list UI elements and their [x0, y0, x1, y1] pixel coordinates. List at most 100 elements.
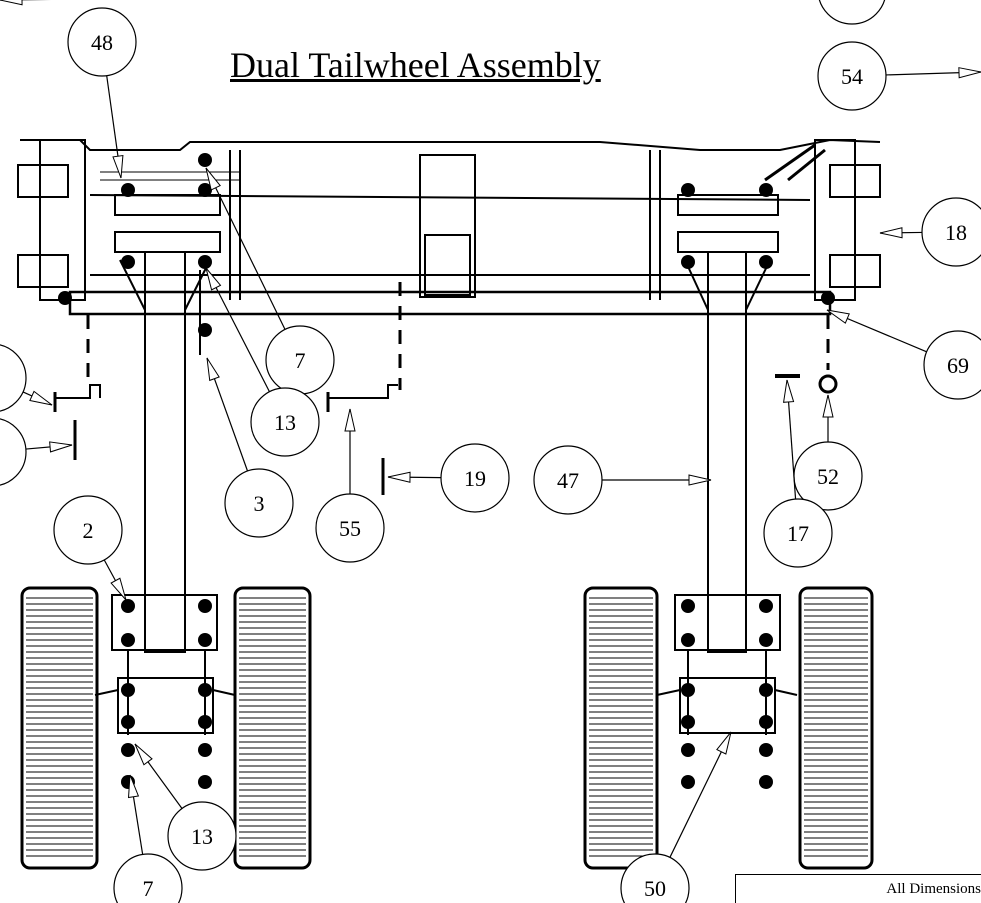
bolt [759, 633, 773, 647]
leader-arrow [205, 267, 222, 291]
leader-arrow [688, 474, 712, 486]
callout-2: 2 [53, 495, 127, 601]
callout-circle [0, 418, 27, 486]
callout-47: 47 [533, 445, 712, 515]
leader-arrow [826, 309, 850, 324]
bolt [759, 715, 773, 729]
bolt [759, 683, 773, 697]
bolt [681, 715, 695, 729]
bolt [198, 255, 212, 269]
leader-line [205, 167, 286, 330]
callout-circle [67, 7, 137, 77]
callout-3: 3 [206, 357, 294, 538]
bolt [121, 633, 135, 647]
bolt [821, 291, 835, 305]
callout-label: 13 [191, 824, 213, 849]
leader-arrow [716, 731, 732, 755]
bolt [681, 183, 695, 197]
bolt [198, 599, 212, 613]
callout-circle [763, 498, 833, 568]
callout-69: 69 [826, 309, 981, 400]
bolt [759, 775, 773, 789]
right-strut [656, 251, 798, 735]
leader-line [669, 731, 732, 858]
callout-label: 7 [143, 876, 154, 901]
leader-arrow [879, 227, 903, 239]
callout-label: 54 [841, 64, 863, 89]
callout-circle [817, 41, 887, 111]
pin-parts [53, 374, 838, 495]
callout-circle [167, 801, 237, 871]
callout-19: 19 [387, 443, 510, 513]
callout-50: 50 [620, 731, 732, 903]
callout-unlabeled [0, 344, 53, 412]
leader-arrow [110, 577, 127, 601]
bolt [198, 633, 212, 647]
bolt [759, 183, 773, 197]
callout-circle [818, 0, 886, 25]
leader-arrow [112, 154, 124, 179]
bolt [121, 743, 135, 757]
bolt [681, 255, 695, 269]
leader-arrow [29, 390, 53, 406]
wheel-left-outer [20, 586, 99, 870]
bolt [121, 183, 135, 197]
bolt [681, 599, 695, 613]
callout-7: 7 [205, 167, 335, 395]
leader-arrow [134, 743, 153, 766]
leader-arrow [783, 379, 795, 403]
drawing-title: Dual Tailwheel Assembly [230, 45, 601, 85]
bolt [121, 683, 135, 697]
callout-circle [315, 493, 385, 563]
callout-circle [250, 387, 320, 457]
bolt [198, 683, 212, 697]
leader-arrow [344, 408, 356, 432]
callout-13: 13 [205, 267, 320, 457]
callout-label: 48 [91, 30, 113, 55]
left-strut [94, 251, 236, 735]
leader-line [205, 267, 271, 393]
callout-label: 69 [947, 353, 969, 378]
bolt [58, 291, 72, 305]
leader-arrow [958, 67, 981, 79]
callout-circle [113, 853, 183, 903]
callout-label: 7 [295, 348, 306, 373]
callout-circle [923, 330, 981, 400]
callout-55: 55 [315, 408, 385, 563]
bolt [759, 599, 773, 613]
leader-arrow [49, 441, 73, 453]
callout-54: 54 [817, 41, 981, 111]
callout-circle [440, 443, 510, 513]
callout-label: 55 [339, 516, 361, 541]
bolt [198, 743, 212, 757]
bolt [681, 633, 695, 647]
bolt [121, 715, 135, 729]
callout-18: 18 [879, 197, 981, 267]
callout-label: 17 [787, 521, 809, 546]
callout-label: 3 [254, 491, 265, 516]
callout-circle [0, 344, 27, 412]
wheel-right-outer [583, 586, 659, 870]
callout-circle [53, 495, 123, 565]
callout-17: 17 [763, 379, 833, 568]
callout-circle [224, 468, 294, 538]
bolt [198, 153, 212, 167]
bolt [198, 183, 212, 197]
dimension-note: All Dimensions [735, 874, 981, 903]
bolt [198, 775, 212, 789]
callout-unlabeled [0, 0, 886, 25]
bolt [759, 743, 773, 757]
bolt [121, 599, 135, 613]
leader-arrow [0, 0, 23, 6]
wheel-left-inner [233, 586, 312, 870]
leader-arrow [127, 774, 140, 799]
callout-circle [533, 445, 603, 515]
leader-arrow [387, 471, 411, 483]
bolt [759, 255, 773, 269]
callout-label: 13 [274, 410, 296, 435]
leader-arrow [205, 167, 221, 191]
callout-label: 2 [83, 518, 94, 543]
callout-label: 18 [945, 220, 967, 245]
